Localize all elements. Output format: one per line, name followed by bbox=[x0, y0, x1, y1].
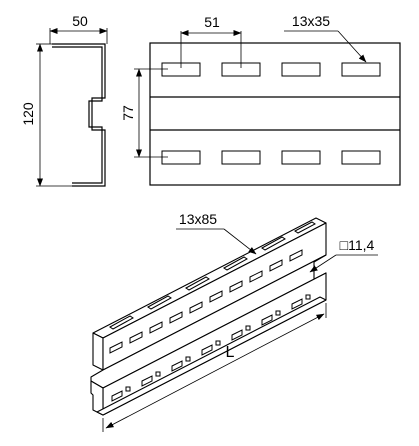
iso-square-hole-3 bbox=[185, 356, 191, 362]
iso-upper-slot-9 bbox=[269, 259, 283, 272]
top-slot-leader bbox=[223, 228, 257, 255]
slot-top-4 bbox=[341, 62, 381, 77]
slot-size-label: 13x35 bbox=[292, 13, 330, 29]
iso-square-hole-1 bbox=[125, 386, 131, 392]
iso-square-hole-6 bbox=[275, 310, 281, 316]
length-dimension-line bbox=[105, 313, 325, 429]
front-view: 51 13x35 77 bbox=[120, 13, 401, 186]
iso-upper-slot-10 bbox=[289, 249, 303, 262]
row-spacing-label: 77 bbox=[120, 105, 136, 121]
iso-upper-slot-6 bbox=[209, 290, 223, 303]
profile-view: 50 120 bbox=[20, 13, 108, 187]
slot-bottom-2 bbox=[221, 150, 261, 165]
iso-top-slot-4 bbox=[223, 256, 248, 271]
slot-pitch-label: 51 bbox=[204, 14, 220, 30]
width-label: 50 bbox=[72, 13, 88, 29]
iso-upper-slot-8 bbox=[249, 270, 263, 283]
profile-outline bbox=[52, 43, 106, 187]
iso-square-hole-5 bbox=[245, 325, 251, 331]
iso-view: 13x85 □11,4 L bbox=[90, 211, 378, 432]
iso-upper-slot-5 bbox=[189, 301, 203, 314]
profile-outline-inner bbox=[52, 46, 103, 184]
iso-top-slot-6 bbox=[294, 221, 316, 234]
iso-top-slot-2 bbox=[147, 295, 172, 310]
iso-top-slot-3 bbox=[185, 276, 210, 291]
iso-square-hole-2 bbox=[155, 371, 161, 377]
iso-lower-web bbox=[90, 380, 104, 416]
square-hole-label: □11,4 bbox=[340, 237, 375, 253]
top-slot-label: 13x85 bbox=[179, 211, 217, 227]
height-label: 120 bbox=[20, 102, 36, 126]
iso-upper-slot-7 bbox=[229, 280, 243, 293]
front-plate bbox=[149, 42, 401, 186]
iso-top-slots bbox=[109, 221, 316, 330]
iso-square-hole-4 bbox=[215, 340, 221, 346]
slot-size-leader bbox=[337, 30, 367, 63]
iso-top-slot-5 bbox=[261, 236, 286, 251]
slot-bottom-1 bbox=[161, 150, 201, 165]
iso-upper-web bbox=[92, 332, 104, 371]
iso-lower-slot-7 bbox=[291, 298, 303, 310]
slot-bottom-3 bbox=[281, 150, 321, 165]
length-label: L bbox=[226, 344, 235, 361]
slot-top-3 bbox=[281, 62, 321, 77]
iso-square-hole-7 bbox=[305, 294, 311, 300]
slot-bottom-4 bbox=[341, 150, 381, 165]
square-hole-leader bbox=[309, 254, 337, 273]
